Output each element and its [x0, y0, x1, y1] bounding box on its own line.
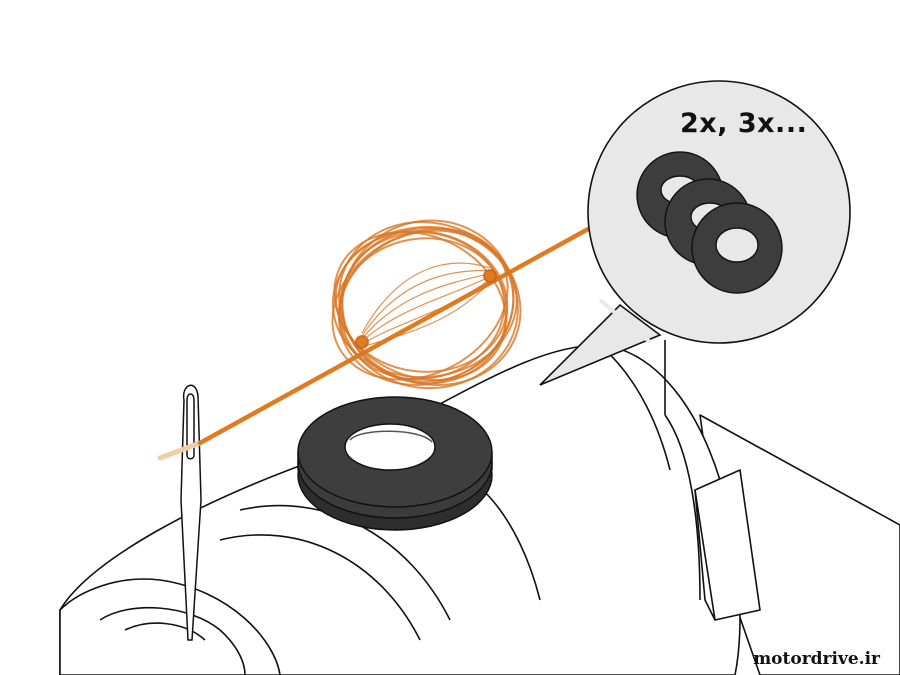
coil-loop	[340, 231, 508, 385]
coil-loop	[338, 221, 522, 387]
ring-magnet-stack	[297, 396, 493, 531]
watermark-text: motordrive.ir	[753, 649, 880, 669]
coil-inner-wire	[361, 275, 491, 342]
callout-bubble: 2x, 3x...	[539, 80, 851, 415]
coil-inner-wire	[361, 278, 491, 345]
coil-end-knot	[355, 335, 369, 349]
coil-end-knot	[483, 269, 497, 283]
coil-loop	[337, 237, 506, 381]
callout-label: 2x, 3x...	[680, 108, 807, 139]
coil-inner-wire	[361, 281, 491, 348]
ring-magnet-icon	[636, 151, 783, 294]
coil-inner-wire	[361, 273, 491, 339]
coil-inner-wire	[361, 270, 491, 337]
copper-coil-icon	[331, 219, 522, 390]
copper-wire	[157, 225, 593, 461]
coil-inner-wire	[361, 262, 491, 334]
coil-loop	[333, 230, 507, 381]
